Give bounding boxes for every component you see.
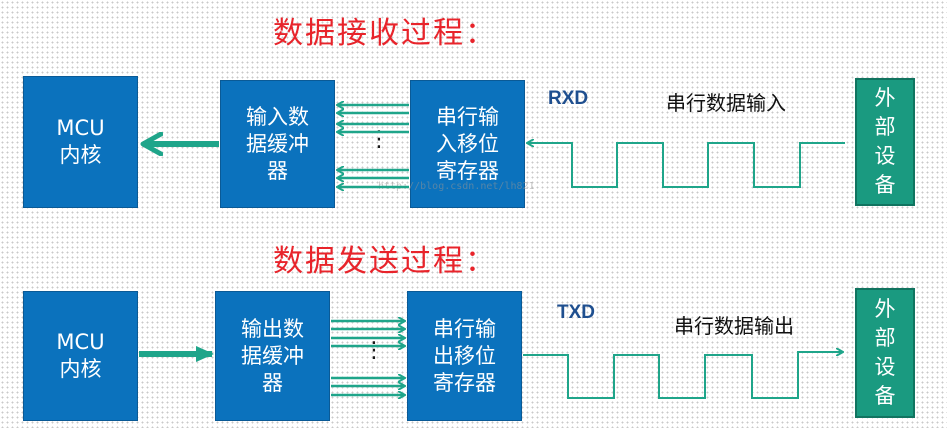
- receive-mcu-core: MCU 内核: [23, 76, 138, 208]
- transmit-output-buffer: 输出数 据缓冲 器: [215, 291, 330, 421]
- receive-signal-label: 串行数据输入: [666, 91, 786, 115]
- receive-parallel-arrows: [338, 105, 409, 187]
- receive-external-device: 外 部 设 备: [855, 78, 915, 206]
- rxd-pin-label: RXD: [548, 88, 589, 109]
- transmit-signal-label: 串行数据输出: [674, 314, 794, 338]
- transmit-mcu-core: MCU 内核: [23, 291, 138, 421]
- transmit-external-device: 外 部 设 备: [855, 288, 915, 418]
- rxd-waveform: [528, 143, 845, 188]
- watermark-text: http://blog.csdn.net/lh821: [378, 181, 535, 192]
- txd-pin-label: TXD: [557, 302, 595, 323]
- transmit-shift-register: 串行输 出移位 寄存器: [407, 291, 522, 421]
- txd-waveform: [523, 352, 842, 399]
- receive-shift-register: 串行输 入移位 寄存器: [410, 80, 525, 208]
- receive-input-buffer: 输入数 据缓冲 器: [220, 80, 335, 208]
- receive-title: 数据接收过程：: [273, 16, 497, 51]
- transmit-parallel-arrows: [331, 321, 404, 395]
- transmit-title: 数据发送过程：: [273, 244, 497, 279]
